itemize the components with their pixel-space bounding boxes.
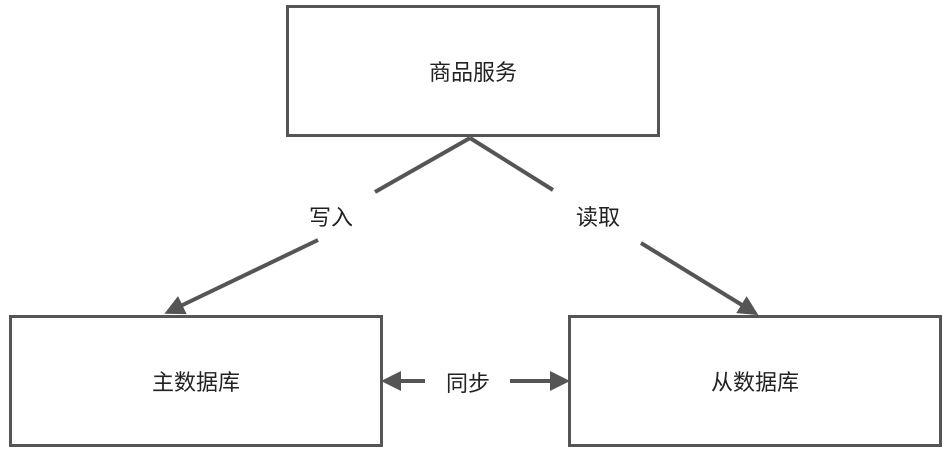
sync-label: 同步: [441, 366, 495, 398]
write-arrow: [168, 136, 471, 312]
slave-db-label: 从数据库: [710, 371, 799, 396]
product-service-node: 商品服务: [286, 5, 660, 137]
product-service-label: 商品服务: [428, 61, 517, 86]
write-label: 写入: [304, 200, 358, 232]
read-arrow: [468, 136, 755, 313]
master-db-label: 主数据库: [151, 371, 240, 396]
slave-db-node: 从数据库: [568, 315, 942, 447]
master-db-node: 主数据库: [9, 315, 383, 447]
read-label: 读取: [571, 200, 625, 232]
